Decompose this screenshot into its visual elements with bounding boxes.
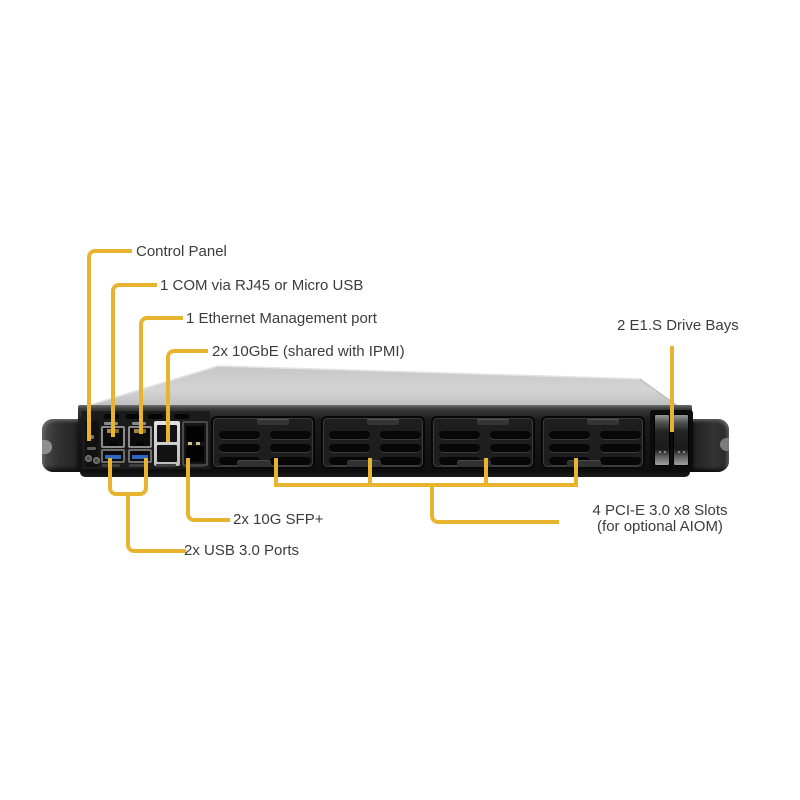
callout-line-ethernet-mgmt [139, 316, 183, 434]
label-pcie-line1: 4 PCI-E 3.0 x8 Slots [592, 502, 728, 519]
bay-handle [567, 460, 601, 467]
vent-slot [174, 414, 189, 419]
left-rack-ear [42, 419, 81, 472]
callout-stub-pcie-1 [274, 458, 278, 484]
drive-led [678, 451, 680, 453]
callout-line-usb [126, 496, 186, 553]
usb3-blue-tongue [105, 455, 121, 459]
left-ear-screw-slot [42, 440, 52, 454]
callout-line-pcie [430, 486, 559, 524]
sfp-slot-1 [186, 426, 204, 442]
drive-led [659, 451, 661, 453]
label-pcie: 4 PCI-E 3.0 x8 Slots (for optional AIOM) [570, 503, 750, 535]
bay-handle [347, 460, 381, 467]
bay-latch [257, 419, 289, 425]
label-ethernet-mgmt: 1 Ethernet Management port [186, 310, 377, 327]
e1s-drive-2 [673, 414, 689, 466]
pcie-bay-4 [541, 416, 645, 469]
callout-stub-pcie-2 [368, 458, 372, 484]
e1s-drive-bays [650, 410, 693, 470]
silkscreen-label [129, 464, 147, 467]
callout-stub-pcie-3 [484, 458, 488, 484]
label-control-panel: Control Panel [136, 243, 227, 260]
callout-rail-pcie [274, 483, 578, 487]
bay-latch [367, 419, 399, 425]
rj45-tab [109, 442, 117, 446]
silkscreen-label [156, 464, 176, 467]
label-ten-gbe: 2x 10GbE (shared with IPMI) [212, 343, 405, 360]
ten-gbe-rj45-bottom [157, 445, 177, 462]
rj45-tab [136, 442, 144, 446]
drive-led [664, 451, 666, 453]
callout-line-ten-gbe [166, 349, 208, 442]
right-ear-screw-slot [720, 438, 729, 451]
sfp-latch [188, 442, 192, 445]
reset-button-icon [93, 457, 100, 464]
bay-latch [587, 419, 619, 425]
callout-line-control-panel [87, 249, 132, 441]
right-rack-ear [690, 419, 729, 472]
power-button-icon [85, 455, 92, 462]
bay-handle [237, 460, 271, 467]
vent-slot [148, 414, 163, 419]
label-pcie-line2: (for optional AIOM) [597, 518, 723, 535]
drive-led [683, 451, 685, 453]
pcie-bay-3 [431, 416, 535, 469]
bay-latch [477, 419, 509, 425]
vent-slot [126, 414, 141, 419]
bay-handle [457, 460, 491, 467]
e1s-drive-1 [654, 414, 670, 466]
usb3-blue-tongue [132, 455, 148, 459]
label-com-port: 1 COM via RJ45 or Micro USB [160, 277, 364, 294]
label-usb: 2x USB 3.0 Ports [184, 542, 300, 559]
label-e1s-bays: 2 E1.S Drive Bays [617, 317, 739, 334]
silkscreen-label [184, 464, 204, 467]
callout-stub-pcie-4 [574, 458, 578, 484]
label-sfp: 2x 10G SFP+ [233, 511, 324, 528]
pcie-bay-2 [321, 416, 425, 469]
callout-line-com-port [111, 283, 157, 437]
uid-slot [87, 447, 96, 450]
callout-line-sfp [186, 458, 230, 522]
chassis-base [80, 470, 690, 477]
callout-line-e1s-bays [670, 346, 674, 432]
callout-bracket-usb [108, 458, 148, 496]
sfp-latch [196, 442, 200, 445]
